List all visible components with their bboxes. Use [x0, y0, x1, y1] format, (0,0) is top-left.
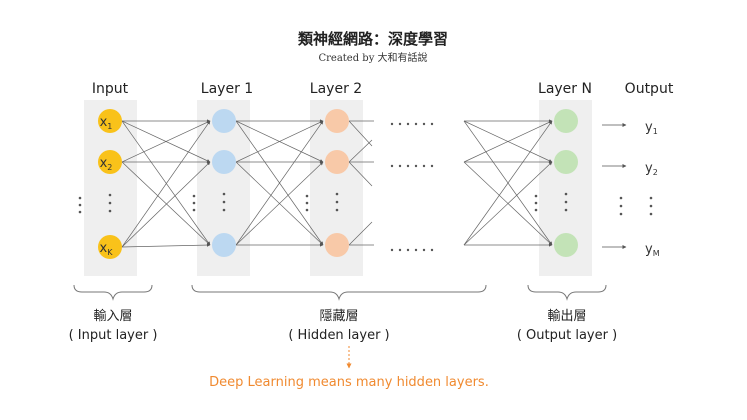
layer2-node-3: [325, 233, 349, 257]
diagram-title: 類神經網路：深度學習: [297, 30, 448, 48]
layer1-node-1: [212, 109, 236, 133]
edges-layer2-out: [348, 120, 374, 246]
hidden-layer-label-zh: 隱藏層: [319, 309, 358, 324]
input-layer-brace: [73, 284, 153, 301]
input-node-1: x1: [98, 109, 122, 133]
hidden-layer-brace: [191, 284, 487, 301]
output-label-m: yM: [645, 242, 660, 258]
output-layer-brace: [527, 284, 607, 301]
layer1-node-2: [212, 150, 236, 174]
output-label-1: y1: [645, 120, 658, 136]
layerN-column-header: Layer N: [538, 81, 592, 97]
layerN-node-2: [554, 150, 578, 174]
output-column-header: Output: [625, 81, 674, 97]
layer2-node-2: [325, 150, 349, 174]
edges-layer1-layer2: [235, 119, 324, 247]
edges-layerN-output: [602, 123, 627, 249]
input-column-header: Input: [92, 81, 129, 97]
layer1-column-header: Layer 1: [201, 81, 253, 97]
layer1-node-3: [212, 233, 236, 257]
input-node-2: x2: [98, 150, 122, 174]
output-label-2: y2: [645, 161, 658, 177]
edges-input-layer1: [121, 119, 211, 248]
horizontal-ellipsis-dots: [390, 122, 434, 252]
input-node-k: xK: [98, 235, 122, 259]
layerN-node-3: [554, 233, 578, 257]
svg-text:x1: x1: [100, 115, 113, 131]
svg-text:x2: x2: [100, 156, 113, 172]
layer2-column-header: Layer 2: [310, 81, 362, 97]
layer2-node-1: [325, 109, 349, 133]
edges-prev-layerN: [463, 119, 553, 247]
diagram-credit: Created by 大和有話說: [318, 51, 427, 64]
input-layer-label-zh: 輸入層: [93, 309, 132, 324]
svg-text:xK: xK: [100, 241, 114, 257]
hidden-layer-label-en: ( Hidden layer ): [288, 328, 389, 343]
vertical-ellipsis-dots: [78, 192, 653, 216]
output-layer-label-en: ( Output layer ): [517, 328, 617, 343]
layerN-node-1: [554, 109, 578, 133]
deep-learning-note: Deep Learning means many hidden layers.: [209, 375, 489, 390]
output-layer-label-zh: 輸出層: [547, 309, 586, 324]
input-layer-label-en: ( Input layer ): [69, 328, 158, 343]
